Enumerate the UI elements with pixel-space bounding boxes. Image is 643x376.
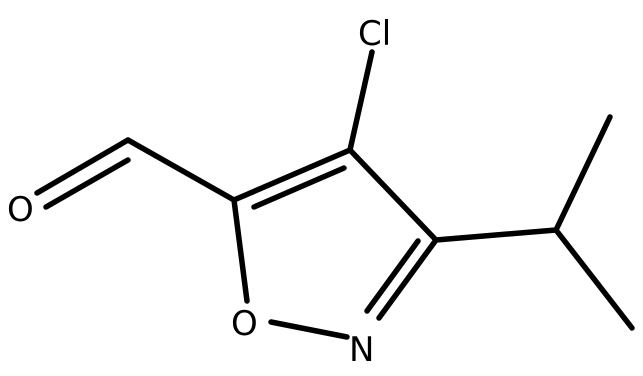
bond-c3-ch xyxy=(433,227,559,243)
atom-label-o-carbonyl: O xyxy=(7,190,34,230)
bond-c3-n-inner xyxy=(364,238,421,314)
bond-c3-n xyxy=(376,237,439,321)
bond-aldehyde-co-1 xyxy=(34,137,131,196)
bond-aldehyde-co-2 xyxy=(43,157,131,210)
bond-n-o xyxy=(268,319,350,340)
bond-c5-c4-inner xyxy=(251,165,347,210)
bond-ch-ch3-top xyxy=(553,114,613,233)
atom-label-cl: Cl xyxy=(358,14,391,54)
bond-c5-c4 xyxy=(231,147,353,203)
bond-c4-cl xyxy=(347,49,375,153)
atom-label-o-ring: O xyxy=(231,304,258,344)
bond-o-c5 xyxy=(231,197,250,304)
atom-label-n-ring: N xyxy=(349,330,374,370)
bond-ch-ch3-bottom xyxy=(553,227,635,331)
bond-cho-c5 xyxy=(125,137,237,203)
bond-c4-c3 xyxy=(347,147,439,243)
